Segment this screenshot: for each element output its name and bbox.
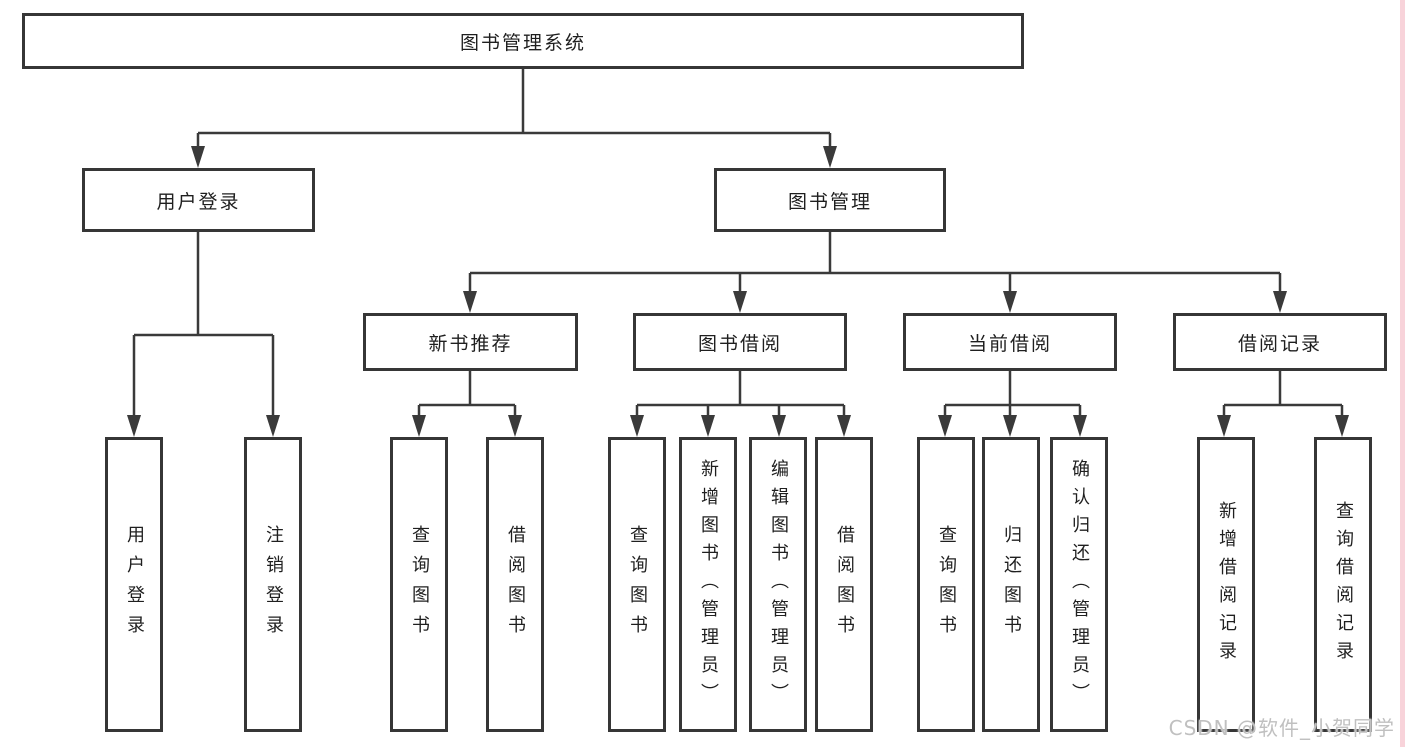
leaf-user-login: 用户登录 — [105, 437, 163, 732]
leaf-query-books-current: 查询图书 — [917, 437, 975, 732]
node-book-borrow: 图书借阅 — [633, 313, 847, 371]
node-book-management: 图书管理 — [714, 168, 946, 232]
leaf-query-borrow-record: 查询借阅记录 — [1314, 437, 1372, 732]
node-new-book-recommend: 新书推荐 — [363, 313, 578, 371]
leaf-query-books-borrow: 查询图书 — [608, 437, 666, 732]
leaf-confirm-return-admin: 确认归还（管理员） — [1050, 437, 1108, 732]
leaf-add-borrow-record: 新增借阅记录 — [1197, 437, 1255, 732]
leaf-add-books-admin: 新增图书（管理员） — [679, 437, 737, 732]
right-edge-strip — [1400, 0, 1405, 747]
node-root-library-management-system: 图书管理系统 — [22, 13, 1024, 69]
node-borrow-records: 借阅记录 — [1173, 313, 1387, 371]
leaf-edit-books-admin: 编辑图书（管理员） — [749, 437, 807, 732]
leaf-logout: 注销登录 — [244, 437, 302, 732]
leaf-borrow-books: 借阅图书 — [815, 437, 873, 732]
node-user-login: 用户登录 — [82, 168, 315, 232]
leaf-return-books: 归还图书 — [982, 437, 1040, 732]
csdn-watermark: CSDN @软件_小贺同学 — [1168, 716, 1395, 740]
node-current-borrow: 当前借阅 — [903, 313, 1117, 371]
leaf-query-books-recommend: 查询图书 — [390, 437, 448, 732]
leaf-borrow-books-recommend: 借阅图书 — [486, 437, 544, 732]
